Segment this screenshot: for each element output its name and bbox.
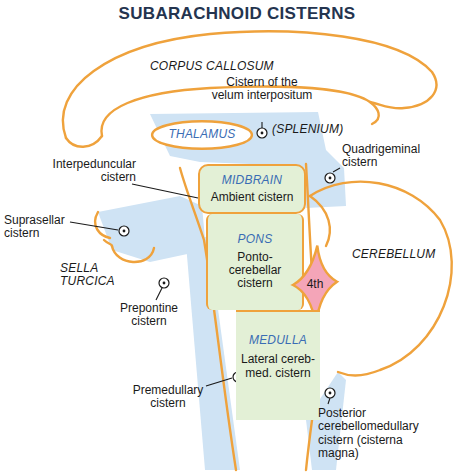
structure-label: SELLA TURCICA bbox=[60, 262, 130, 289]
cistern-label: Cistern of the velum interpositum bbox=[210, 76, 314, 103]
cistern-label: Posterior cerebellomedullary cistern (ci… bbox=[318, 407, 432, 461]
cistern-label: Lateral cereb-med. cistern bbox=[236, 353, 320, 380]
cistern-label: Premedullary cistern bbox=[126, 384, 210, 411]
cistern-label: Ambient cistern bbox=[211, 191, 294, 204]
medulla-region: MEDULLA Lateral cereb-med. cistern bbox=[236, 310, 320, 420]
cistern-label: 4th bbox=[307, 278, 324, 291]
cistern-label: Ponto-cerebellar cistern bbox=[211, 251, 299, 291]
cistern-label: Suprasellar cistern bbox=[4, 214, 70, 241]
outline bbox=[152, 121, 252, 149]
cistern-label: Prepontine cistern bbox=[112, 302, 186, 329]
cistern-label: Quadrigeminal cistern bbox=[342, 143, 428, 170]
pons-region: PONS Ponto-cerebellar cistern bbox=[206, 214, 304, 310]
structure-label: MEDULLA bbox=[249, 334, 307, 347]
structure-label: MIDBRAIN bbox=[222, 174, 282, 187]
structure-label: CORPUS CALLOSUM bbox=[150, 60, 290, 73]
structure-label: CEREBELLUM bbox=[352, 248, 452, 261]
structure-label: THALAMUS bbox=[169, 128, 236, 141]
cistern-label: Interpeduncular cistern bbox=[44, 158, 136, 185]
diagram-title: SUBARACHNOID CISTERNS bbox=[0, 4, 474, 24]
structure-label: PONS bbox=[238, 233, 273, 246]
midbrain-region: MIDBRAIN Ambient cistern bbox=[198, 164, 306, 214]
structure-label: (SPLENIUM) bbox=[272, 123, 362, 136]
thalamus-ellipse: THALAMUS bbox=[150, 120, 254, 150]
